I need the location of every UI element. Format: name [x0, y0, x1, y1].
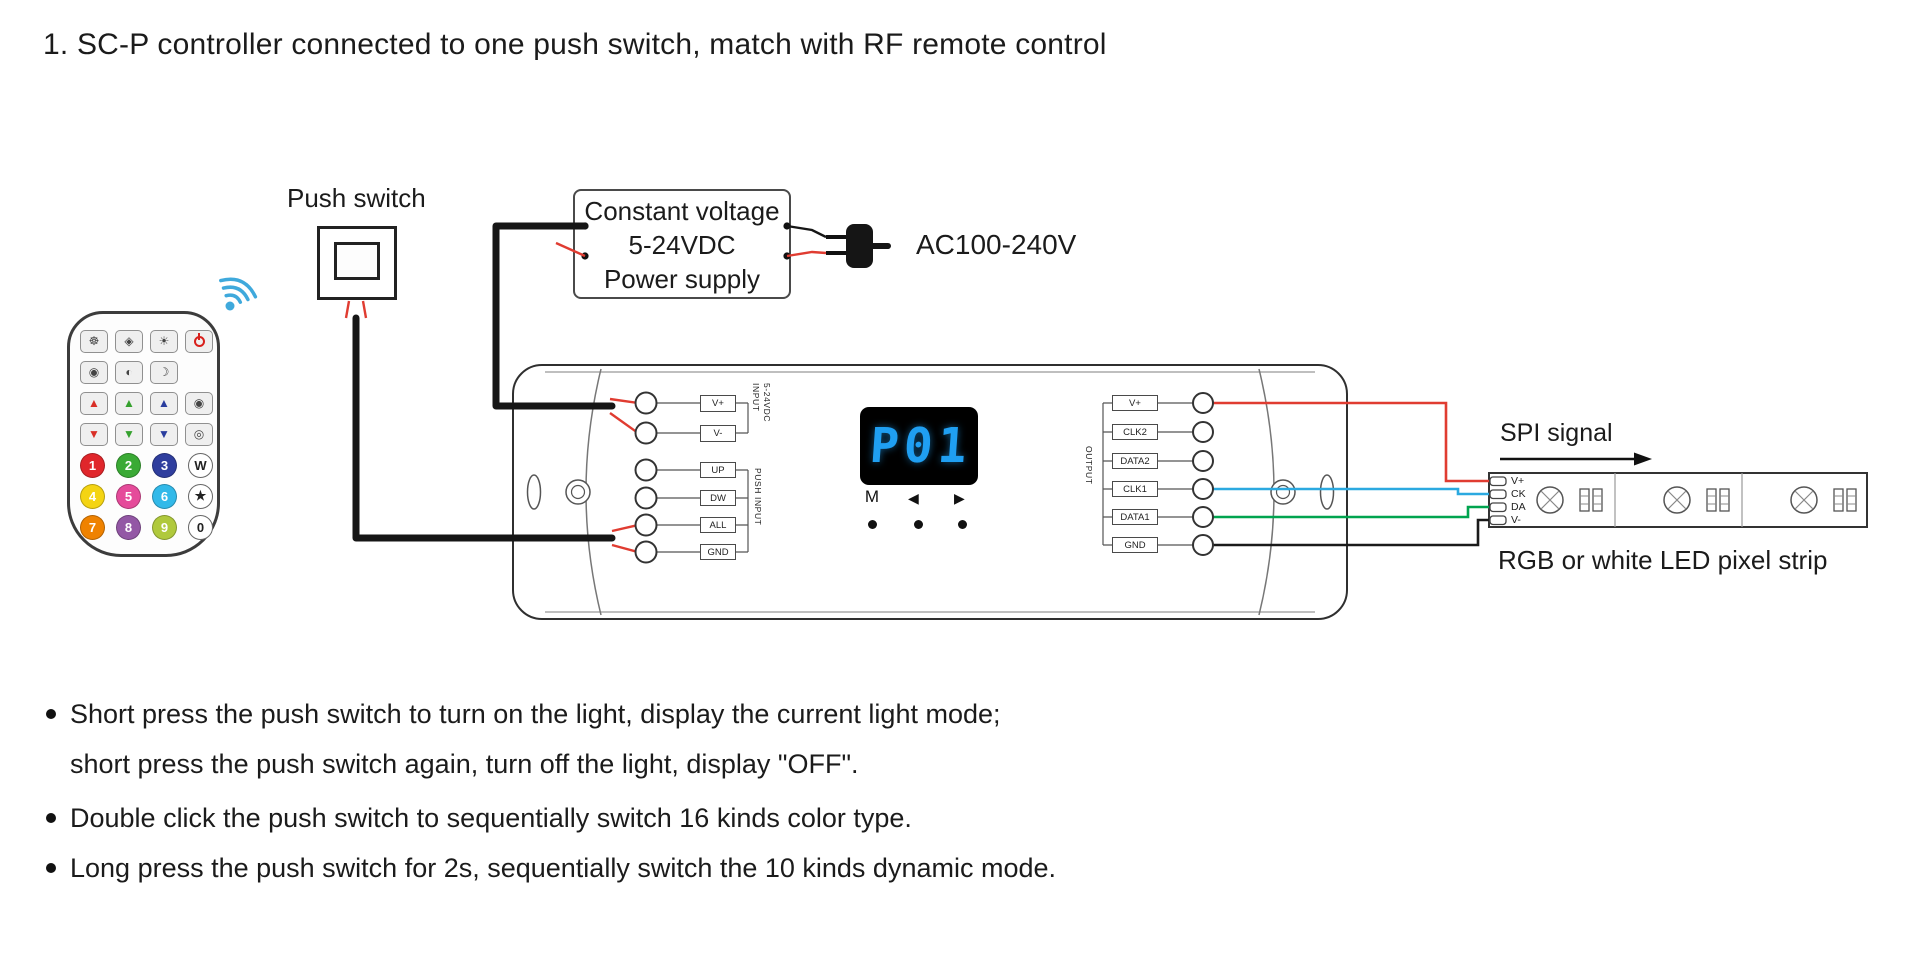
note-item-2: Double click the push switch to sequenti…	[46, 801, 1056, 835]
remote-red-up-button[interactable]: ▲	[80, 391, 108, 415]
plug-icon	[786, 224, 891, 268]
remote-row-3: ▲ ▲ ▲ ◉	[80, 390, 213, 416]
input-power-group-label: INPUT 5-24VDC	[751, 383, 772, 423]
note-item-3: Long press the push switch for 2s, seque…	[46, 851, 1056, 885]
touch-dot-1[interactable]	[868, 520, 877, 529]
push-input-label-up: UP	[700, 462, 736, 478]
remote-key-6[interactable]: 6	[152, 483, 177, 509]
power-supply-line3: Power supply	[603, 264, 761, 294]
remote-aux-button-2[interactable]: ◎	[185, 422, 213, 446]
output-label-gnd: GND	[1112, 537, 1158, 553]
input-label-vplus: V+	[700, 395, 736, 412]
remote-key-star[interactable]: ★	[188, 483, 213, 509]
push-switch-label: Push switch	[287, 183, 426, 213]
output-label-vplus: V+	[1112, 395, 1158, 411]
led-pixel-strip	[1488, 472, 1868, 528]
push-input-label-all: ALL	[700, 517, 736, 533]
remote-row-2: ◉ ◐ ☽	[80, 359, 213, 385]
page-title: 1. SC-P controller connected to one push…	[43, 28, 1107, 61]
remote-key-w[interactable]: W	[188, 452, 213, 478]
strip-caption: RGB or white LED pixel strip	[1498, 545, 1828, 575]
remote-key-0[interactable]: 0	[188, 514, 213, 540]
remote-key-8[interactable]: 8	[116, 514, 141, 540]
bullet-icon	[46, 709, 56, 719]
note-text: short press the push switch again, turn …	[70, 749, 859, 779]
notes-list: Short press the push switch to turn on t…	[46, 697, 1056, 901]
note-text: Double click the push switch to sequenti…	[70, 803, 912, 833]
remote-key-1[interactable]: 1	[80, 452, 105, 478]
power-supply-line1: Constant voltage	[584, 196, 780, 226]
remote-row-7: 7 8 9 0	[80, 514, 213, 540]
remote-blue-up-button[interactable]: ▲	[150, 391, 178, 415]
remote-aux-button-1[interactable]: ◉	[185, 391, 213, 415]
prev-button[interactable]: ◀	[908, 490, 919, 506]
remote-function-button-2[interactable]: ◐	[115, 360, 143, 384]
remote-red-down-button[interactable]: ▼	[80, 422, 108, 446]
rf-remote-control: ☸ ◈ ☀ ◉ ◐ ☽ ▲ ▲ ▲ ◉ ▼ ▼ ▼ ◎ 1 2 3 W	[67, 311, 220, 557]
strip-pin-da: DA	[1511, 501, 1526, 513]
remote-row-4: ▼ ▼ ▼ ◎	[80, 421, 213, 447]
note-text: Long press the push switch for 2s, seque…	[70, 853, 1057, 883]
spi-signal-label: SPI signal	[1500, 419, 1613, 447]
strip-pin-vminus: V-	[1511, 514, 1521, 526]
led-display: P01	[860, 407, 978, 485]
output-label-data1: DATA1	[1112, 509, 1158, 525]
strip-pin-ck: CK	[1511, 488, 1526, 500]
remote-key-4[interactable]: 4	[80, 483, 105, 509]
output-group-label: OUTPUT	[1084, 446, 1094, 485]
remote-key-7[interactable]: 7	[80, 514, 105, 540]
remote-blue-down-button[interactable]: ▼	[150, 422, 178, 446]
input-label-vminus: V-	[700, 425, 736, 442]
note-text: Short press the push switch to turn on t…	[70, 699, 1001, 729]
power-icon	[193, 335, 205, 347]
output-label-clk2: CLK2	[1112, 424, 1158, 440]
remote-function-button-1[interactable]: ◉	[80, 360, 108, 384]
bullet-icon	[46, 863, 56, 873]
menu-button[interactable]: M	[864, 487, 880, 506]
ac-voltage-label: AC100-240V	[916, 229, 1077, 260]
remote-green-down-button[interactable]: ▼	[115, 422, 143, 446]
remote-brightness-button[interactable]: ☀	[150, 329, 178, 353]
remote-key-3[interactable]: 3	[152, 452, 177, 478]
wifi-signal-icon	[219, 277, 258, 311]
output-label-clk1: CLK1	[1112, 481, 1158, 497]
bullet-icon	[46, 813, 56, 823]
note-item-1: Short press the push switch to turn on t…	[46, 697, 1056, 731]
remote-key-2[interactable]: 2	[116, 452, 141, 478]
remote-power-button[interactable]	[185, 329, 213, 353]
remote-function-button-3[interactable]: ☽	[150, 360, 178, 384]
power-supply: Constant voltage 5-24VDC Power supply	[573, 189, 791, 299]
strip-pin-vplus: V+	[1511, 475, 1525, 487]
sc-p-controller	[512, 364, 1348, 620]
remote-row-5: 1 2 3 W	[80, 452, 213, 478]
push-input-label-dw: DW	[700, 490, 736, 506]
remote-row-6: 4 5 6 ★	[80, 483, 213, 509]
push-switch-button[interactable]	[334, 242, 380, 280]
remote-key-5[interactable]: 5	[116, 483, 141, 509]
push-switch	[317, 226, 397, 300]
spi-arrow-icon	[1500, 452, 1652, 466]
push-input-label-gnd: GND	[700, 544, 736, 560]
display-value: P01	[868, 418, 974, 474]
output-label-data2: DATA2	[1112, 453, 1158, 469]
touch-dot-2[interactable]	[914, 520, 923, 529]
remote-row-1: ☸ ◈ ☀	[80, 328, 213, 354]
remote-green-up-button[interactable]: ▲	[115, 391, 143, 415]
remote-mode-button[interactable]: ☸	[80, 329, 108, 353]
touch-dot-3[interactable]	[958, 520, 967, 529]
push-input-group-label: PUSH INPUT	[753, 468, 763, 526]
power-supply-line2: 5-24VDC	[628, 230, 736, 260]
remote-effect-button[interactable]: ◈	[115, 329, 143, 353]
next-button[interactable]: ▶	[954, 490, 965, 506]
note-item-1-continued: short press the push switch again, turn …	[70, 747, 1056, 781]
remote-key-9[interactable]: 9	[152, 514, 177, 540]
